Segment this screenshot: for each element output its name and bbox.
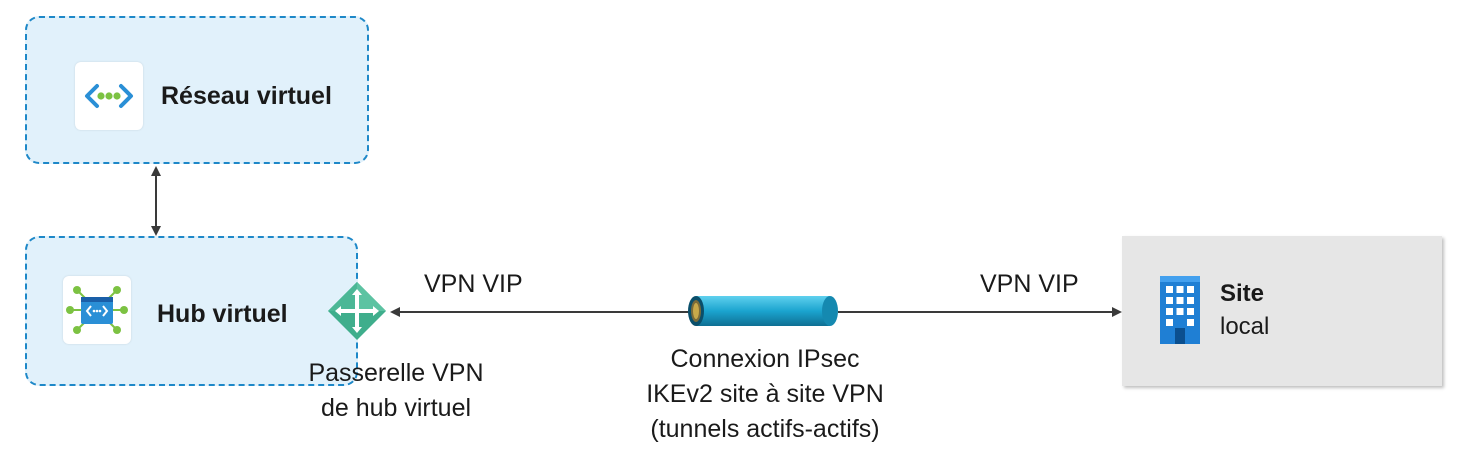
gateway-caption: Passerelle VPN de hub virtuel: [300, 356, 492, 426]
virtual-hub-icon: [63, 276, 131, 344]
virtual-network-label: Réseau virtuel: [161, 82, 332, 110]
building-icon: [1160, 276, 1200, 344]
virtual-hub-label: Hub virtuel: [157, 300, 288, 328]
virtual-network-box: Réseau virtuel: [25, 16, 369, 164]
connection-caption-line2: IKEv2 site à site VPN: [646, 380, 884, 408]
site-title: Site: [1220, 280, 1265, 307]
site-vip-label: VPN VIP: [980, 270, 1079, 298]
tunnel-pipe-icon: [688, 296, 838, 326]
virtual-hub-box: Hub virtuel: [25, 236, 358, 386]
local-site-box: Site local: [1122, 236, 1442, 386]
connection-caption: Connexion IPsec IKEv2 site à site VPN (t…: [614, 342, 916, 447]
connection-caption-line3: (tunnels actifs-actifs): [650, 415, 880, 443]
virtual-network-icon: [75, 62, 143, 130]
site-subtitle: local: [1220, 313, 1270, 340]
gateway-caption-line1: Passerelle VPN: [308, 359, 484, 387]
vpn-gateway-icon: [328, 282, 386, 340]
connection-caption-line1: Connexion IPsec: [670, 345, 860, 373]
gateway-vip-label: VPN VIP: [424, 270, 523, 298]
gateway-caption-line2: de hub virtuel: [320, 394, 472, 422]
